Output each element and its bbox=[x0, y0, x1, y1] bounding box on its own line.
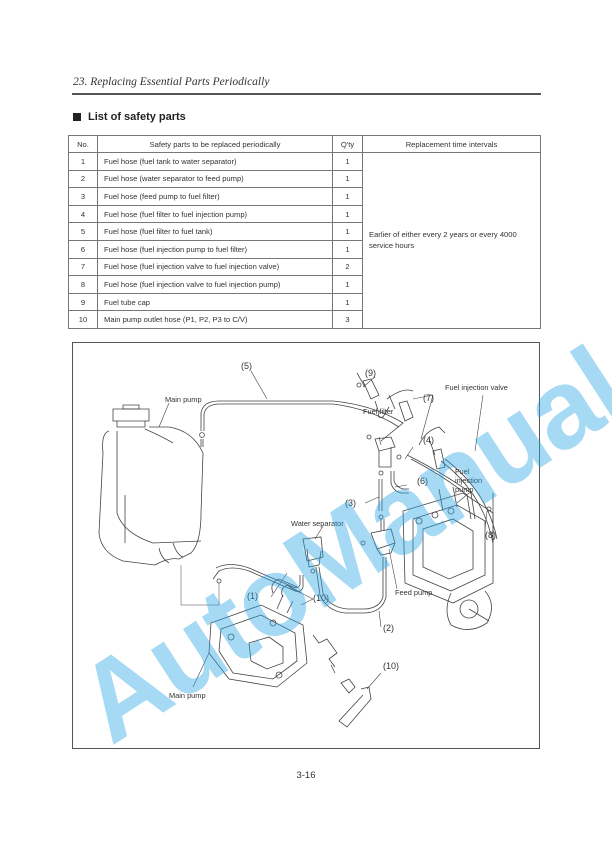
interval-line-1: Earlier of either every 2 years or every… bbox=[369, 230, 517, 240]
row-part: Fuel hose (fuel injection valve to fuel … bbox=[97, 275, 333, 294]
callout-4: (4) bbox=[423, 435, 434, 445]
callout-6: (6) bbox=[417, 476, 428, 486]
row-qty: 3 bbox=[332, 310, 363, 329]
callout-10-upper: (10) bbox=[313, 593, 330, 603]
safety-parts-table: No. Safety parts to be replaced periodic… bbox=[68, 135, 541, 329]
row-part: Fuel hose (fuel injection valve to fuel … bbox=[97, 257, 333, 277]
row-qty: 2 bbox=[332, 257, 363, 277]
callout-3: (3) bbox=[345, 498, 356, 508]
chapter-header: 23. Replacing Essential Parts Periodical… bbox=[73, 76, 270, 88]
row-qty: 1 bbox=[332, 275, 363, 294]
row-qty: 1 bbox=[332, 169, 363, 189]
row-no: 3 bbox=[68, 187, 98, 206]
fuel-filter-drawing bbox=[366, 434, 402, 468]
bullet-square-icon bbox=[73, 113, 81, 121]
callout-9: (9) bbox=[365, 368, 376, 378]
row-qty: 1 bbox=[332, 204, 363, 224]
row-qty: 1 bbox=[332, 292, 363, 312]
label-fuel-injection-valve: Fuel injection valve bbox=[445, 383, 508, 392]
row-qty: 1 bbox=[332, 187, 363, 206]
callout-5: (5) bbox=[241, 361, 252, 371]
row-no: 1 bbox=[68, 152, 98, 171]
section-title: List of safety parts bbox=[88, 111, 186, 123]
label-main-pump-bottom: Main pump bbox=[169, 691, 206, 700]
row-no: 7 bbox=[68, 257, 98, 277]
fuel-injection-valves-drawing bbox=[356, 372, 446, 470]
row-part: Fuel tube cap bbox=[97, 292, 333, 312]
table-row: 5 Fuel hose (fuel filter to fuel tank) 1 bbox=[68, 222, 541, 241]
fuel-system-diagram: (5) Main pump (9) Fuel injection valve (… bbox=[72, 342, 540, 749]
fuel-injection-pump-drawing bbox=[402, 486, 494, 630]
row-part: Fuel hose (fuel filter to fuel tank) bbox=[97, 222, 333, 241]
label-main-pump-top: Main pump bbox=[165, 395, 202, 404]
row-part: Fuel hose (fuel filter to fuel injection… bbox=[97, 204, 333, 224]
row-qty: 1 bbox=[332, 222, 363, 241]
row-part: Fuel hose (fuel tank to water separator) bbox=[97, 152, 333, 171]
row-no: 5 bbox=[68, 222, 98, 241]
water-separator-drawing bbox=[302, 536, 324, 574]
column-header-qty: Q'ty bbox=[332, 135, 363, 153]
table-row: 1 Fuel hose (fuel tank to water separato… bbox=[68, 152, 541, 329]
column-header-no: No. bbox=[68, 135, 98, 153]
callout-7: (7) bbox=[423, 393, 434, 403]
fuel-tank-drawing bbox=[98, 404, 204, 566]
table-row: 10 Main pump outlet hose (P1, P2, P3 to … bbox=[68, 310, 541, 329]
row-no: 8 bbox=[68, 275, 98, 294]
main-pump-drawing bbox=[208, 594, 308, 688]
diagram-line-art bbox=[98, 370, 498, 728]
interval-line-2: service hours bbox=[369, 241, 415, 251]
label-fuel-filter: Fuel filter bbox=[363, 407, 394, 416]
replacement-interval: Earlier of either every 2 years or every… bbox=[362, 152, 541, 329]
header-rule bbox=[72, 93, 541, 95]
row-part: Fuel hose (water separator to feed pump) bbox=[97, 169, 333, 189]
row-no: 6 bbox=[68, 239, 98, 259]
column-header-interval: Replacement time intervals bbox=[362, 135, 541, 153]
callout-8: (8) bbox=[485, 530, 496, 540]
row-qty: 1 bbox=[332, 152, 363, 171]
callout-1: (1) bbox=[247, 591, 258, 601]
column-header-part: Safety parts to be replaced periodically bbox=[97, 135, 333, 153]
row-no: 10 bbox=[68, 310, 98, 329]
label-water-separator: Water separator bbox=[291, 519, 344, 528]
table-row: 9 Fuel tube cap 1 bbox=[68, 292, 541, 312]
row-part: Main pump outlet hose (P1, P2, P3 to C/V… bbox=[97, 310, 333, 329]
table-row: 3 Fuel hose (feed pump to fuel filter) 1 bbox=[68, 187, 541, 206]
callout-2: (2) bbox=[383, 623, 394, 633]
label-feed-pump: Feed pump bbox=[395, 588, 433, 597]
row-part: Fuel hose (feed pump to fuel filter) bbox=[97, 187, 333, 206]
row-part: Fuel hose (fuel injection pump to fuel f… bbox=[97, 239, 333, 259]
label-fuel-injection-pump-2: injection bbox=[455, 476, 483, 485]
callout-10-lower: (10) bbox=[383, 661, 400, 671]
row-no: 9 bbox=[68, 292, 98, 312]
row-no: 4 bbox=[68, 204, 98, 224]
label-fuel-injection-pump-1: Fuel bbox=[455, 467, 470, 476]
label-fuel-injection-pump-3: pump bbox=[455, 485, 474, 494]
table-header-row: No. Safety parts to be replaced periodic… bbox=[68, 135, 541, 153]
page-number: 3-16 bbox=[296, 770, 316, 781]
row-qty: 1 bbox=[332, 239, 363, 259]
feed-pump-drawing bbox=[360, 519, 396, 556]
section-heading: List of safety parts bbox=[73, 111, 186, 123]
row-no: 2 bbox=[68, 169, 98, 189]
